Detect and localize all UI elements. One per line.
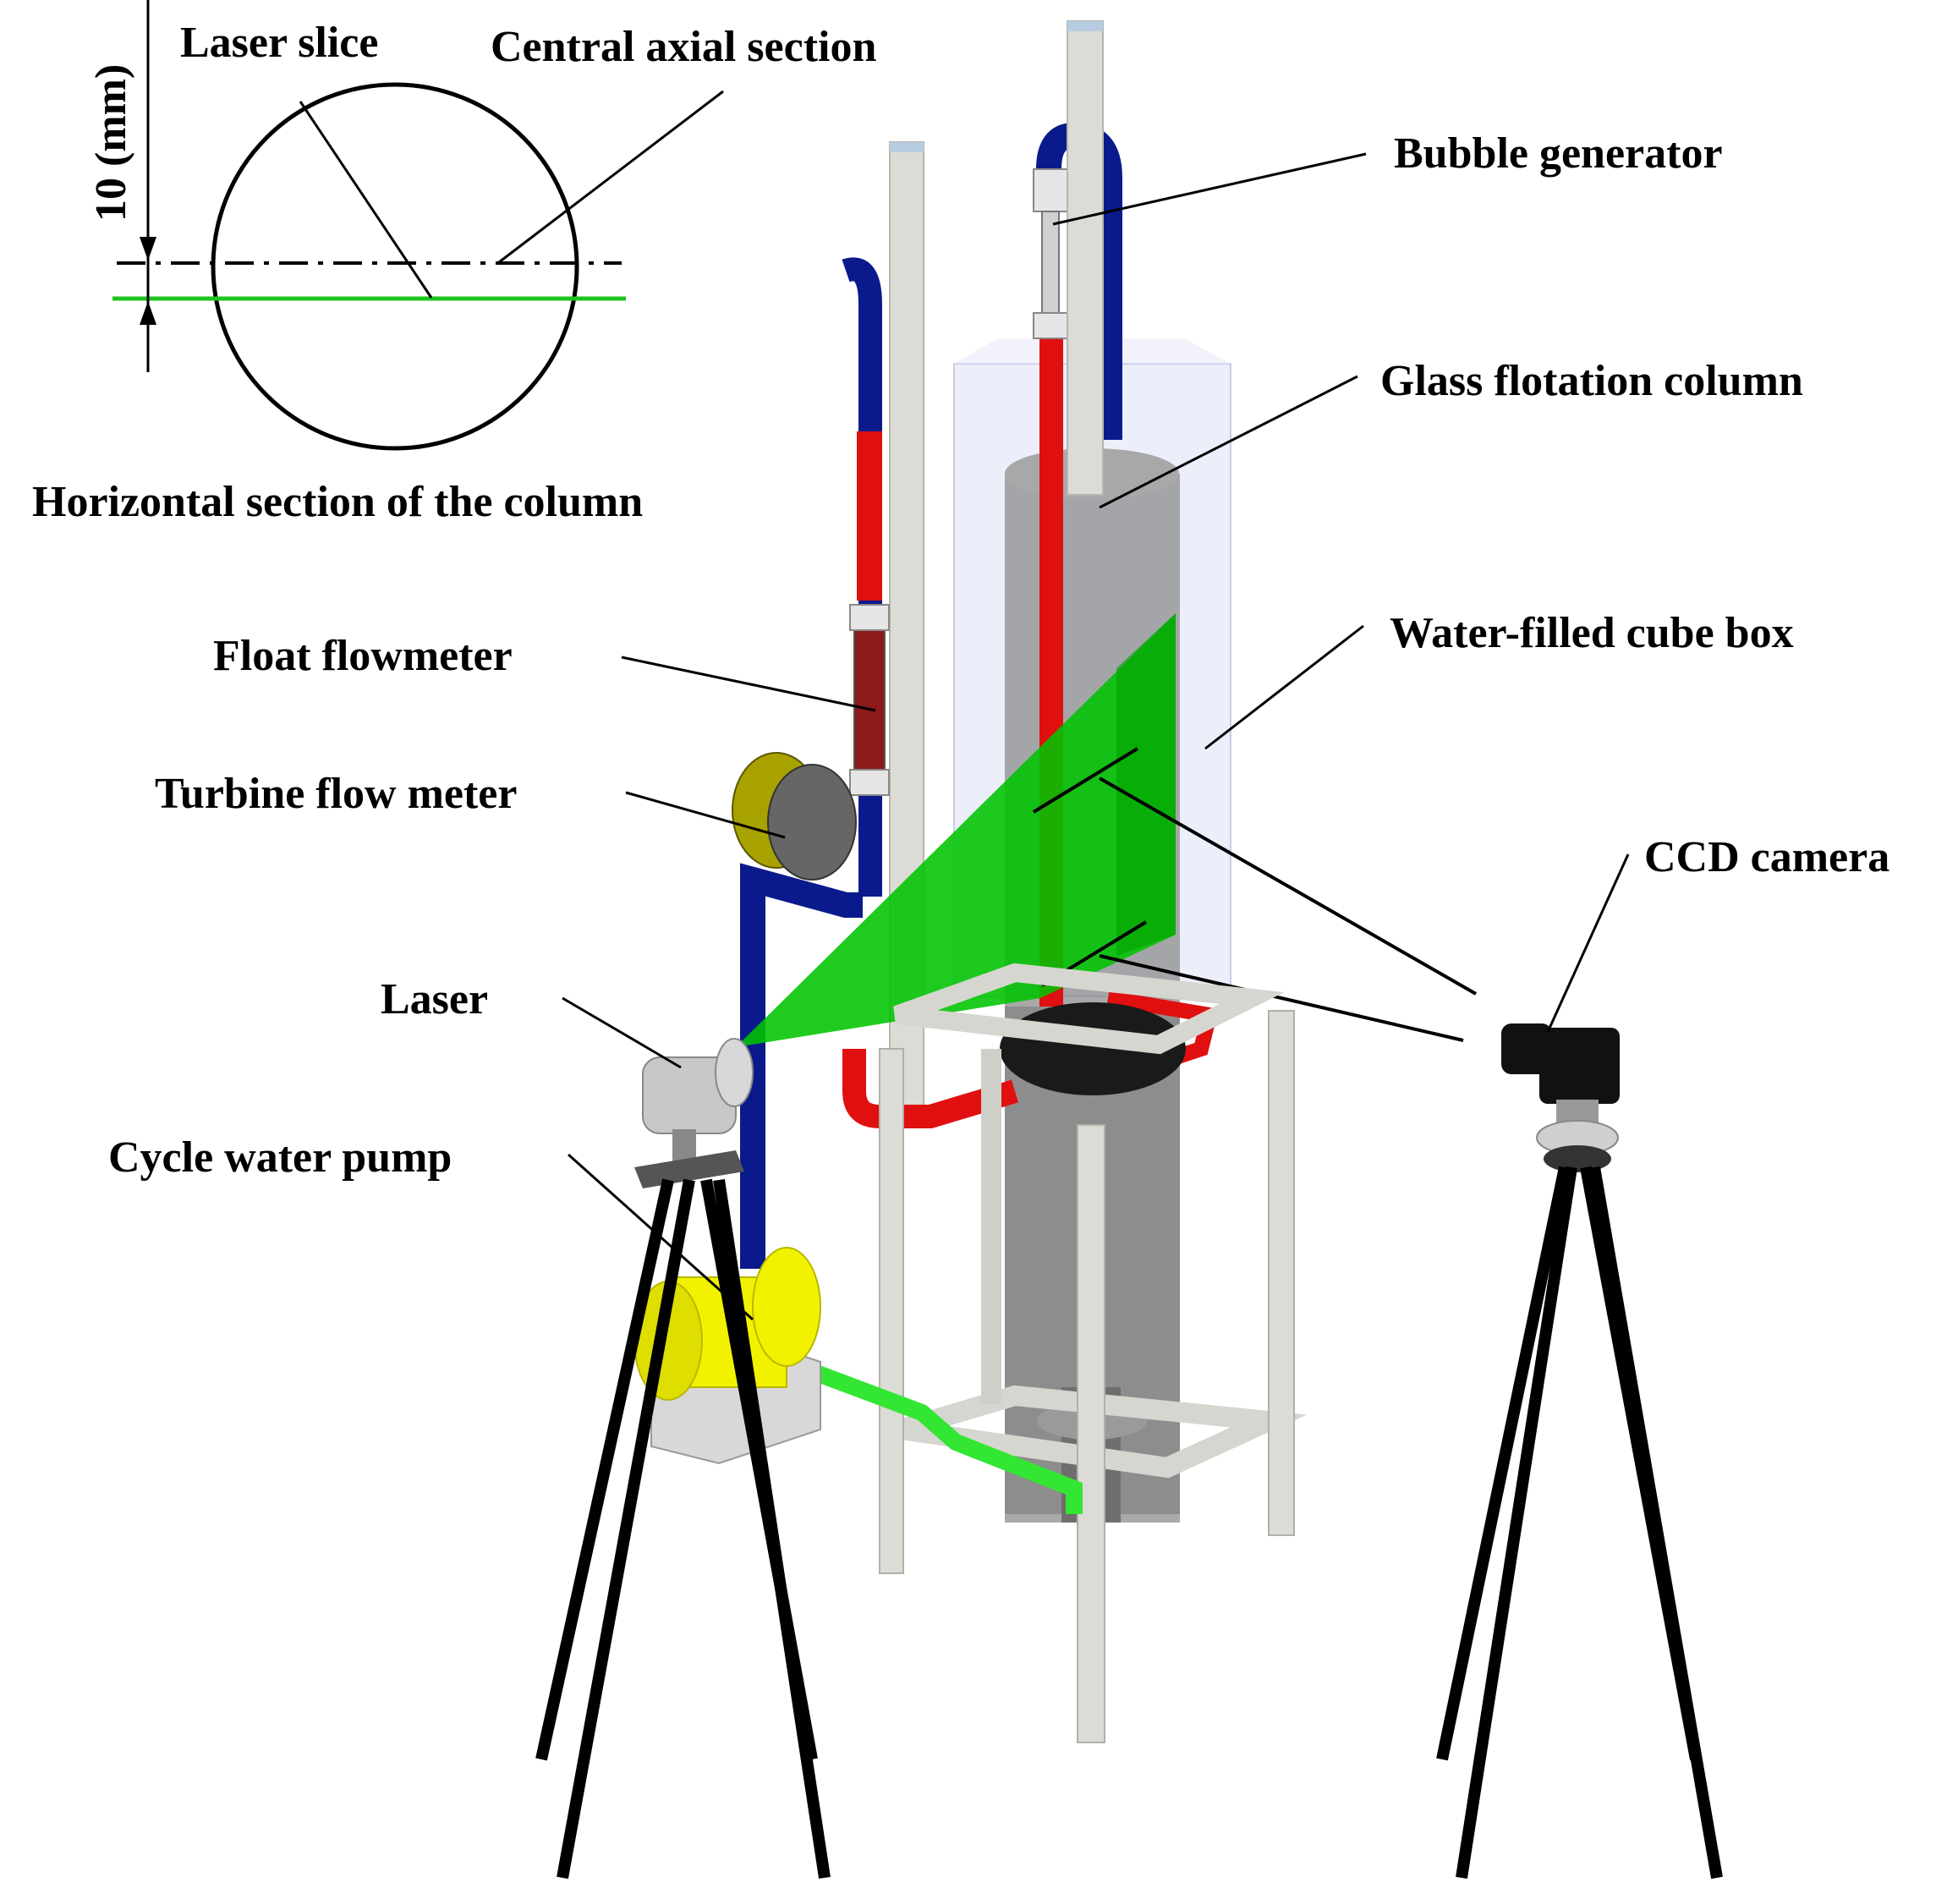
leader-lines (562, 152, 1630, 1321)
label-ccd-camera: CCD camera (1644, 833, 1889, 881)
laser-sheet (736, 613, 1176, 1047)
label-dimension: 10 (mm) (87, 64, 135, 222)
laser-unit (535, 1038, 831, 1879)
support-stand (879, 963, 1308, 1743)
cycle-water-pump (633, 1247, 821, 1465)
text-labels: Laser slice Central axial section 10 (mm… (32, 19, 1889, 1182)
central-axial-leader (498, 90, 724, 264)
label-cycle-water-pump: Cycle water pump (108, 1133, 452, 1182)
label-horizontal-section: Horizontal section of the column (32, 478, 643, 526)
label-turbine-flow-meter: Turbine flow meter (155, 770, 517, 818)
green-return-pipe (783, 1353, 1083, 1514)
label-central-axial-section: Central axial section (491, 23, 876, 71)
ccd-camera (1436, 1023, 1723, 1879)
dimension-arrow-bottom (140, 301, 156, 325)
dimension-arrow-top (140, 237, 156, 261)
label-bubble-generator: Bubble generator (1394, 129, 1723, 178)
turbine-flow-meter (732, 752, 857, 881)
column-section-circle (211, 82, 579, 451)
label-laser-slice: Laser slice (180, 19, 378, 67)
label-glass-flotation-column: Glass flotation column (1380, 357, 1803, 405)
inset-horizontal-section (112, 0, 724, 451)
label-water-filled-cube-box: Water-filled cube box (1390, 609, 1794, 657)
laser-slice-leader (299, 101, 433, 299)
label-float-flowmeter: Float flowmeter (213, 632, 513, 680)
label-laser: Laser (381, 975, 488, 1023)
